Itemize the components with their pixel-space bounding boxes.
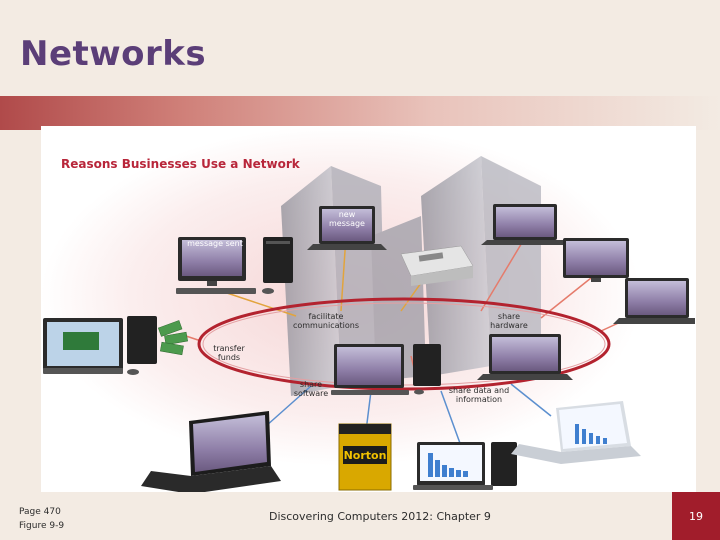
screen-text-message-sent: message sent — [187, 239, 243, 248]
screen-text-new-message: new message — [329, 210, 365, 228]
printer — [400, 245, 474, 286]
label-share-hardware: share hardware — [490, 312, 528, 330]
computer-center — [331, 344, 441, 395]
laptop-share-hardware — [477, 334, 573, 380]
label-transfer-funds: transfer funds — [213, 344, 245, 362]
laptop-far-right — [613, 278, 695, 324]
footer-book-title: Discovering Computers 2012: Chapter 9 — [269, 510, 491, 523]
header-band — [0, 96, 720, 130]
monitor-right-1 — [563, 238, 629, 282]
page-number: 19 — [689, 509, 703, 523]
figure-heading: Reasons Businesses Use a Network — [61, 157, 300, 171]
laptop-white — [511, 401, 641, 464]
laptop-top-right — [481, 204, 569, 245]
label-facilitate-communications: facilitate communications — [292, 312, 360, 330]
network-ellipse — [197, 297, 611, 391]
label-share-software: share software — [293, 380, 329, 398]
computer-transfer-funds — [43, 316, 188, 375]
software-box-label: Norton — [344, 449, 387, 462]
network-figure: Norton — [41, 126, 696, 492]
footer-figure-ref: Figure 9-9 — [19, 521, 65, 531]
footer-page-ref: Page 470 — [19, 507, 61, 517]
slide-title: Networks — [20, 34, 207, 74]
network-diagram: Norton — [41, 126, 695, 492]
computer-message-sent — [176, 237, 293, 294]
laptop-bottom-left — [141, 411, 281, 492]
page-number-badge: 19 — [672, 492, 720, 540]
laptop-new-message — [307, 206, 387, 250]
label-share-data-and-information: share data and information — [448, 386, 510, 404]
software-box: Norton — [338, 423, 392, 491]
computer-chart — [413, 442, 517, 490]
